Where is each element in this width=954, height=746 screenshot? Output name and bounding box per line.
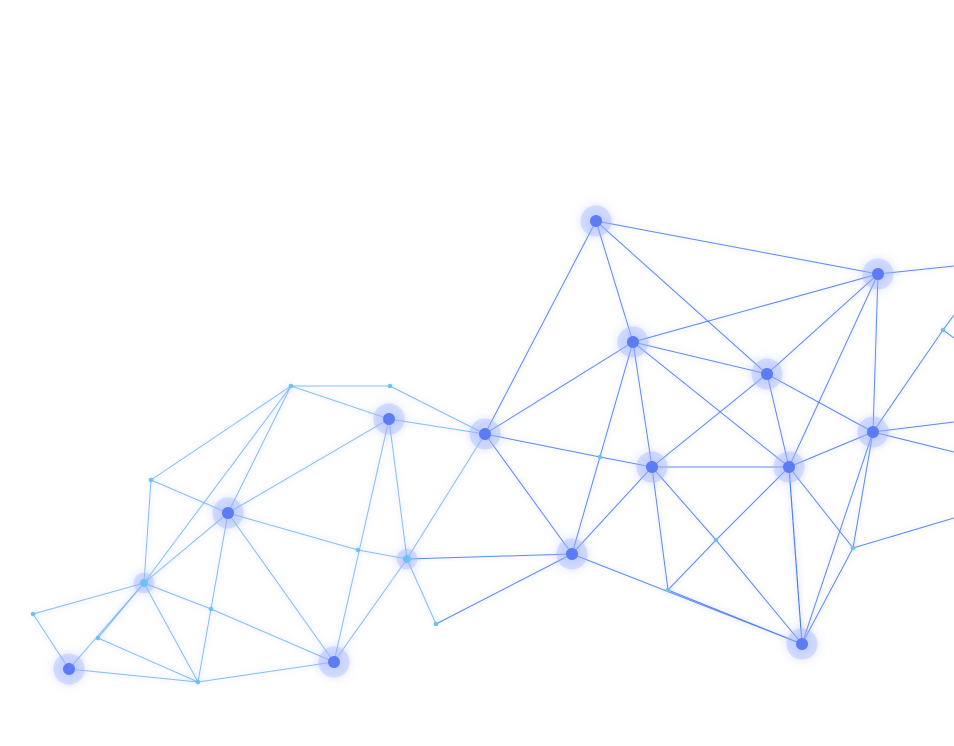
node-layer — [30, 205, 946, 685]
network-edge — [143, 385, 292, 584]
network-node — [30, 611, 36, 617]
network-edge — [788, 466, 803, 645]
network-edge — [406, 553, 573, 560]
network-node — [140, 579, 148, 587]
network-edge — [852, 431, 874, 549]
network-edge — [667, 589, 803, 645]
network-edge — [788, 466, 854, 549]
network-edge — [406, 433, 486, 560]
network-edge — [290, 385, 390, 420]
network-node — [63, 663, 75, 675]
network-node — [387, 383, 393, 389]
network-edge — [197, 512, 229, 683]
network-node — [288, 383, 294, 389]
network-node — [872, 268, 884, 280]
network-edge — [227, 385, 292, 514]
network-edge — [150, 385, 292, 481]
network-node — [783, 461, 795, 473]
network-node — [627, 336, 639, 348]
network-edge — [766, 373, 790, 468]
network-edge — [435, 553, 573, 625]
network-node — [148, 477, 154, 483]
network-node — [195, 679, 201, 685]
network-node — [713, 537, 719, 543]
network-edge — [571, 466, 653, 555]
network-node — [566, 548, 578, 560]
network-node — [222, 507, 234, 519]
network-node — [479, 428, 491, 440]
network-edge — [651, 466, 717, 541]
network-node — [940, 327, 946, 333]
network-edge — [766, 273, 879, 375]
network-edge — [143, 479, 152, 584]
network-edge — [595, 220, 634, 343]
network-node — [590, 215, 602, 227]
network-node — [383, 413, 395, 425]
network-edge — [484, 220, 597, 435]
network-edge — [68, 668, 199, 683]
network-edge — [632, 273, 879, 343]
network-edge — [143, 582, 212, 610]
network-node — [646, 461, 658, 473]
network-edge — [632, 341, 653, 468]
network-edge — [388, 418, 408, 560]
network-edge — [651, 466, 669, 591]
network-node — [796, 638, 808, 650]
network-node — [433, 621, 439, 627]
network-edge — [595, 220, 879, 275]
network-edge — [872, 329, 944, 433]
network-edge — [632, 341, 790, 468]
network-edge — [715, 539, 803, 645]
network-node — [867, 426, 879, 438]
network-edge — [852, 517, 954, 549]
network-edge — [484, 433, 573, 555]
network-edge — [595, 220, 768, 375]
network-edge — [571, 341, 634, 555]
network-edge — [388, 418, 486, 435]
network-edge — [667, 539, 717, 591]
network-edge — [766, 373, 874, 433]
network-node — [328, 656, 340, 668]
network-edge — [97, 637, 199, 683]
network-node — [665, 587, 671, 593]
network-edge — [406, 558, 437, 625]
edge-layer — [32, 220, 954, 683]
network-edge — [942, 314, 954, 331]
network-node — [355, 547, 361, 553]
network-edge — [210, 608, 335, 663]
network-edge — [197, 661, 335, 683]
network-edge — [484, 341, 634, 435]
network-edge — [68, 582, 145, 670]
network-edge — [333, 558, 408, 663]
network-edge — [333, 418, 390, 663]
network-edge — [788, 273, 879, 468]
network-edge — [801, 547, 854, 645]
network-edge — [632, 341, 768, 375]
network-edge — [801, 431, 874, 645]
network-edge — [872, 273, 879, 433]
network-node — [597, 454, 603, 460]
network-edge — [227, 512, 359, 551]
network-edge — [143, 512, 229, 584]
network-node — [403, 555, 411, 563]
network-node — [95, 635, 101, 641]
network-edge — [651, 373, 768, 468]
network-edge — [715, 466, 790, 541]
network-edge — [389, 385, 486, 435]
network-edge — [227, 512, 335, 663]
network-edge — [32, 582, 145, 615]
network-node — [208, 606, 214, 612]
network-edge — [143, 582, 199, 683]
network-node — [761, 368, 773, 380]
network-node — [850, 545, 856, 551]
network-edge — [484, 433, 601, 458]
network-edge — [227, 418, 390, 514]
